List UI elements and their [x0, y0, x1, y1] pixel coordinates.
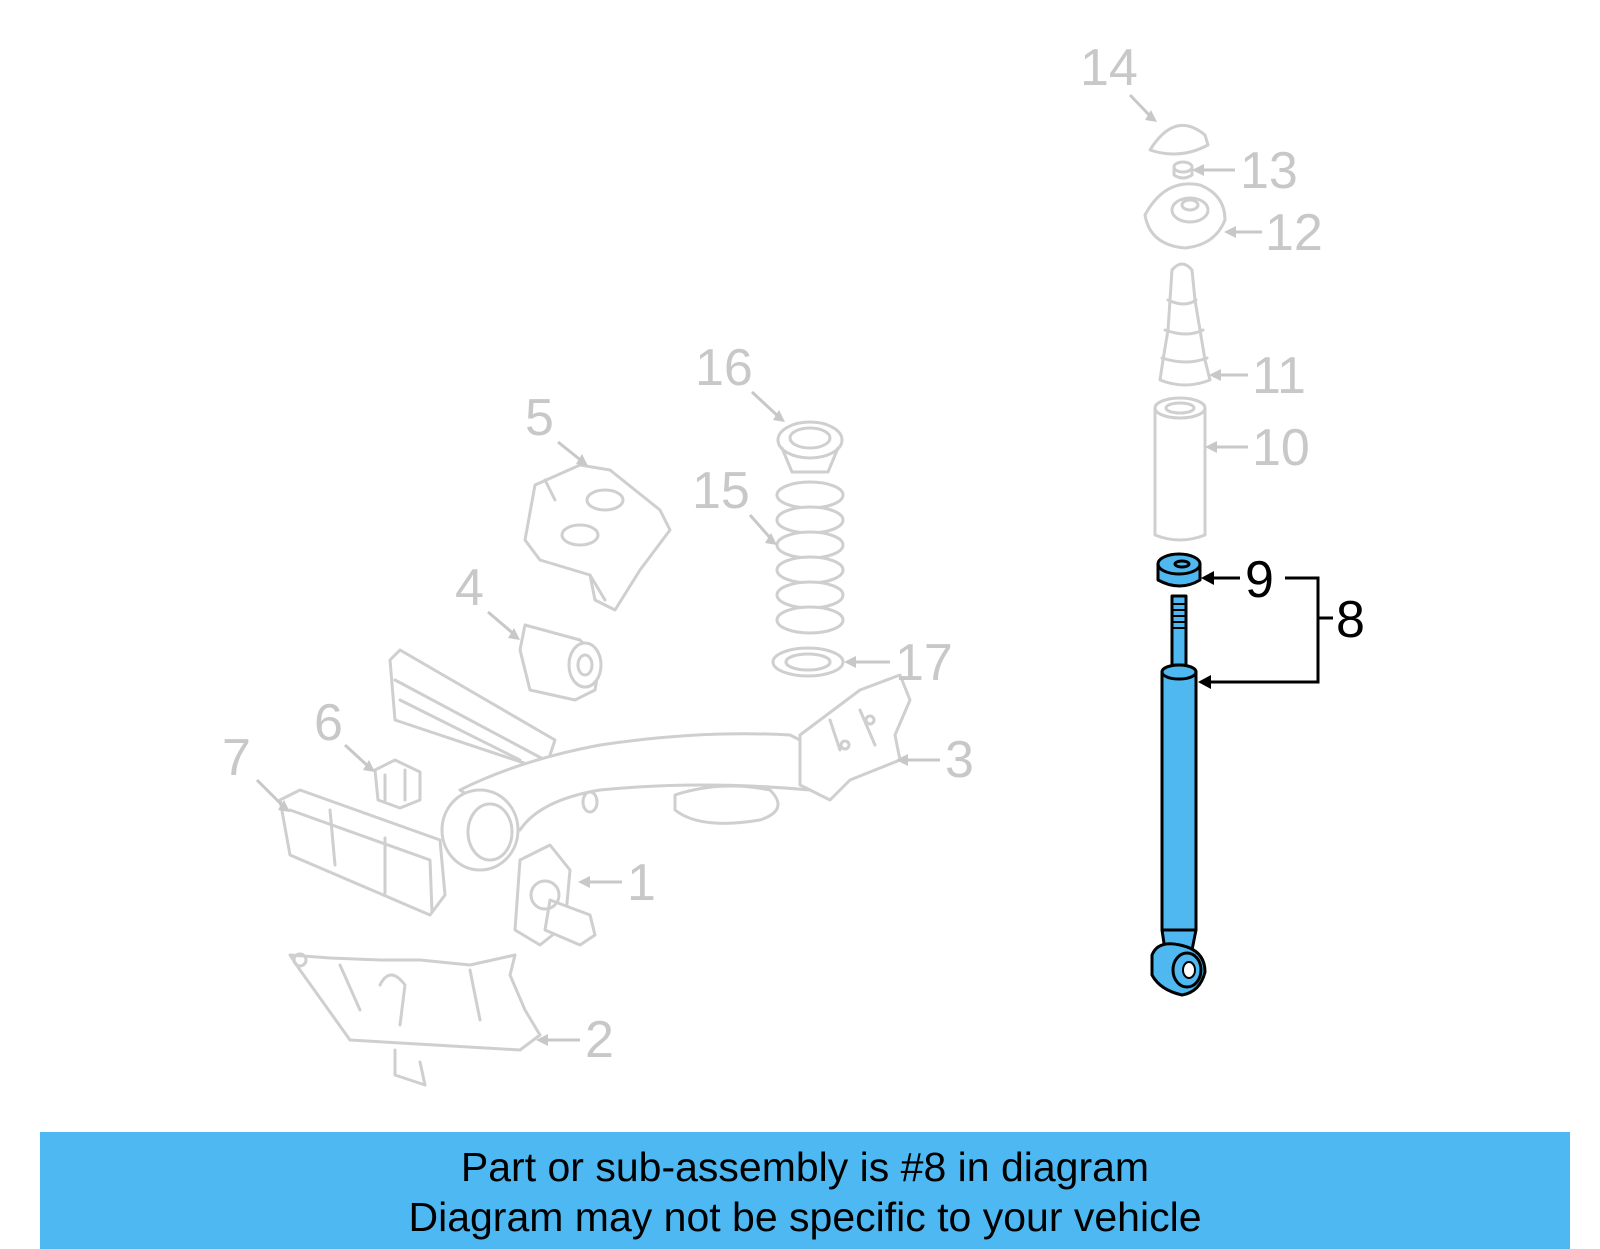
part-10-dust-boot [1153, 396, 1207, 542]
label-11: 11 [1209, 347, 1306, 405]
part-11-bump-stop [1158, 262, 1212, 387]
label-4: 4 [455, 559, 520, 640]
part-7-block [278, 788, 447, 917]
label-3: 3 [896, 731, 974, 789]
banner-line-1: Part or sub-assembly is #8 in diagram [460, 1144, 1150, 1190]
part-4-bushing [518, 623, 603, 702]
axle-beam [388, 648, 812, 872]
callout-10: 10 [1252, 419, 1310, 477]
label-10: 10 [1205, 419, 1310, 477]
label-14: 14 [1080, 39, 1157, 122]
label-2: 2 [536, 1011, 614, 1069]
callout-13: 13 [1240, 142, 1298, 200]
callout-3: 3 [945, 731, 974, 789]
callout-4: 4 [455, 559, 484, 617]
parts-diagram: 2 7 3 1 [222, 39, 1365, 1087]
part-6-bracket [373, 758, 422, 810]
label-7: 7 [222, 729, 290, 812]
part-1-stub-axle [513, 843, 597, 947]
label-16: 16 [695, 339, 785, 422]
label-9: 9 [1201, 551, 1274, 609]
callout-16: 16 [695, 339, 753, 397]
callout-15: 15 [692, 462, 750, 520]
label-12: 12 [1224, 204, 1323, 262]
callout-6: 6 [314, 694, 343, 752]
callout-14: 14 [1080, 39, 1138, 97]
callout-8: 8 [1336, 591, 1365, 649]
info-banner: Part or sub-assembly is #8 in diagram Di… [40, 1132, 1570, 1249]
part-13-nut [1172, 160, 1194, 180]
part-3-plate [798, 673, 912, 802]
callout-11: 11 [1252, 347, 1306, 405]
part-15-coil-spring [775, 480, 845, 635]
part-14-cap [1148, 124, 1210, 156]
callout-5: 5 [525, 389, 554, 447]
callout-1: 1 [627, 854, 656, 912]
label-17: 17 [844, 634, 953, 692]
part-8-shock-absorber [1150, 594, 1207, 997]
label-5: 5 [525, 389, 588, 466]
part-12-upper-mount [1143, 182, 1227, 250]
part-17-spring-pad [771, 646, 845, 678]
callout-7: 7 [222, 729, 251, 787]
part-5-mount [523, 463, 672, 612]
part-16-spring-seat [776, 420, 844, 474]
part-2-shield [288, 952, 542, 1087]
callout-2: 2 [585, 1011, 614, 1069]
callout-12: 12 [1265, 204, 1323, 262]
label-1: 1 [578, 854, 656, 912]
label-13: 13 [1192, 142, 1298, 200]
callout-17: 17 [895, 634, 953, 692]
label-6: 6 [314, 694, 375, 772]
label-15: 15 [692, 462, 777, 545]
callout-9: 9 [1245, 551, 1274, 609]
part-9-bushing [1156, 552, 1202, 588]
banner-line-2: Diagram may not be specific to your vehi… [408, 1194, 1202, 1240]
label-8: 8 [1198, 576, 1365, 689]
